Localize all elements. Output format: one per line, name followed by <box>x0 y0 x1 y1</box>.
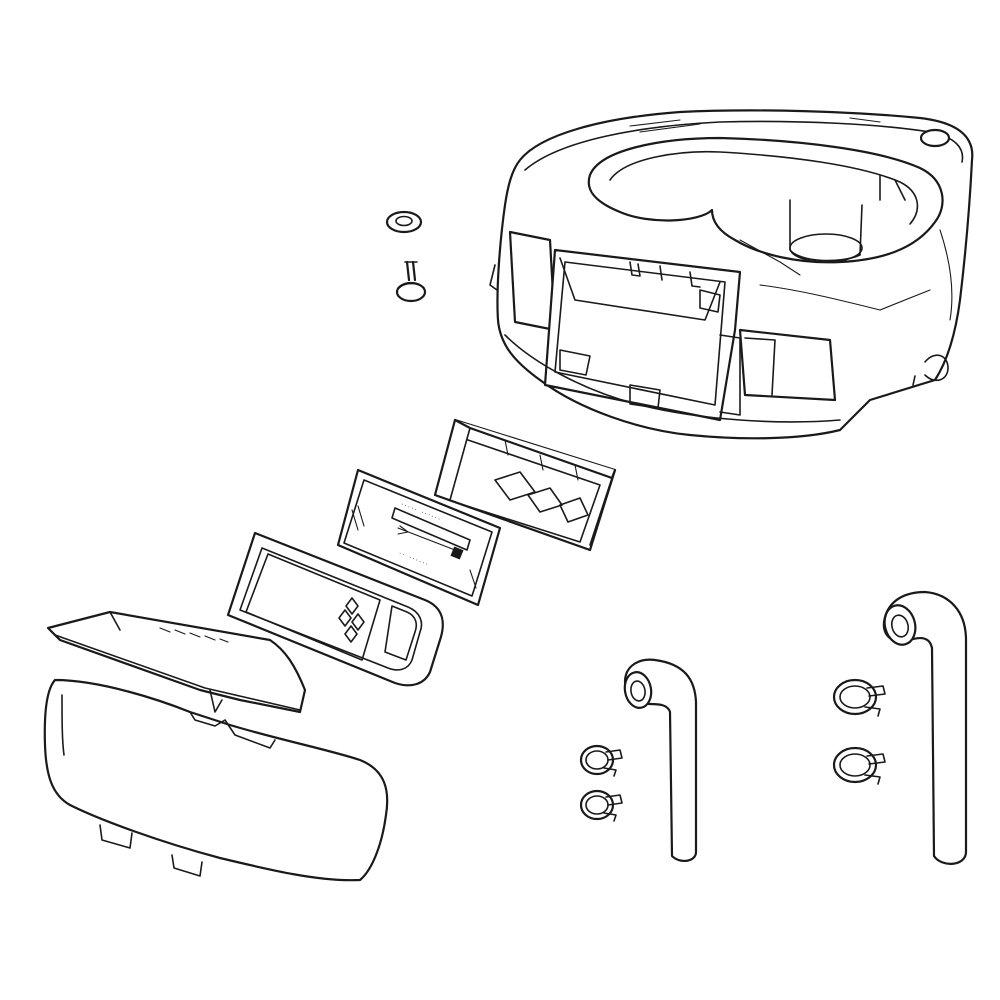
inner-frame <box>433 418 617 552</box>
push-pin <box>395 260 427 303</box>
hose-clamps <box>579 678 886 822</box>
hose-clamp-large-lower <box>832 746 886 785</box>
hose-clamp-small-lower <box>579 789 623 822</box>
label-plate: ····· ······ ······ ·· <box>336 468 502 607</box>
hose-clamp-small-upper <box>579 744 623 777</box>
washer <box>385 210 423 234</box>
small-hose <box>623 658 698 862</box>
dispenser-drawer <box>43 678 389 882</box>
dispenser-housing <box>489 109 974 440</box>
trim-bezel <box>226 531 444 687</box>
cover-lid <box>46 610 307 714</box>
hose-clamp-large-upper <box>832 678 886 717</box>
large-hose <box>882 590 968 865</box>
